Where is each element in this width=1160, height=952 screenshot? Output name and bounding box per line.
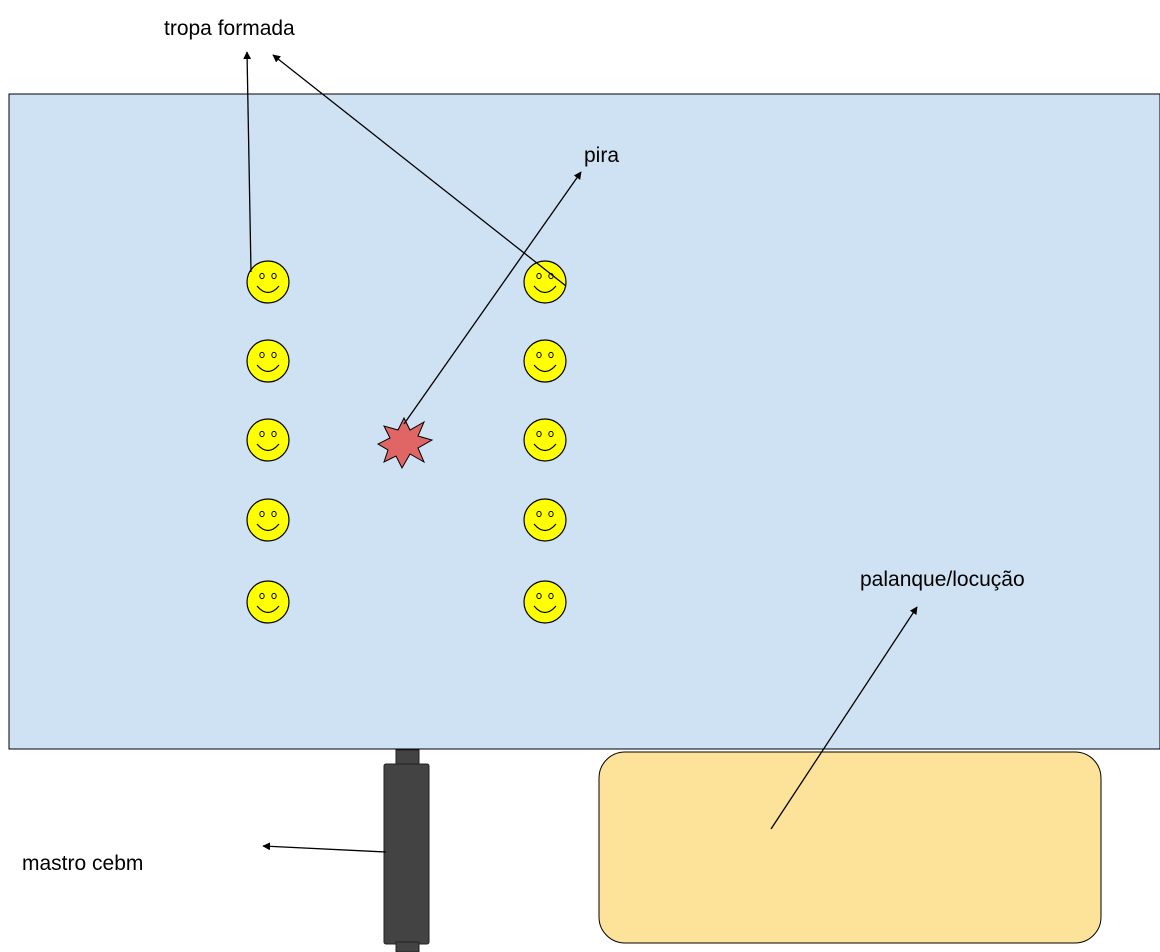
- smiley-face-icon: [246, 580, 290, 624]
- smiley-face-icon: [523, 580, 567, 624]
- arrow-pira: [403, 171, 582, 425]
- smiley-face-icon: [523, 418, 567, 462]
- smiley-face-icon: [523, 498, 567, 542]
- palanque-stage: [598, 751, 1102, 944]
- parade-field: [8, 93, 1160, 750]
- smiley-face-icon: [523, 260, 567, 304]
- smiley-face-icon: [246, 260, 290, 304]
- smiley-face-icon: [246, 339, 290, 383]
- smiley-face-icon: [246, 498, 290, 542]
- smiley-face-icon: [246, 418, 290, 462]
- arrow-tropa-left: [243, 51, 252, 273]
- label-mastro: mastro cebm: [22, 852, 143, 875]
- flagpole-icon: [383, 749, 430, 952]
- label-palanque: palanque/locução: [860, 568, 1025, 591]
- arrow-palanque: [770, 606, 918, 830]
- smiley-face-icon: [523, 339, 567, 383]
- label-pira: pira: [584, 144, 619, 167]
- arrow-tropa-right: [272, 54, 567, 287]
- arrow-mastro: [262, 842, 387, 853]
- label-tropa-formada: tropa formada: [164, 17, 295, 40]
- burst-star-icon: [376, 416, 434, 470]
